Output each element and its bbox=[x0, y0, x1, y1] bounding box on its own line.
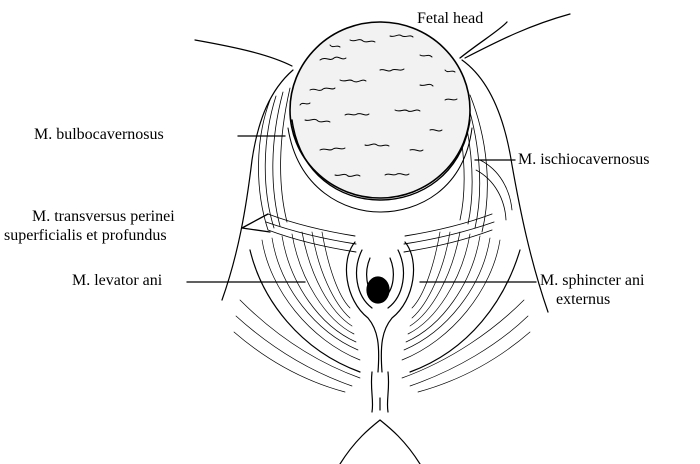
sphincter-ani bbox=[346, 242, 413, 372]
anus-opening bbox=[367, 277, 389, 303]
levator-ani-left bbox=[234, 232, 360, 392]
label-levator-ani: M. levator ani bbox=[72, 272, 162, 290]
label-transversus-line1: M. transversus perinei bbox=[32, 208, 175, 226]
fetal-head bbox=[288, 22, 472, 212]
label-transversus-line2: superficialis et profundus bbox=[4, 227, 167, 245]
label-sphincter-line1: M. sphincter ani bbox=[540, 272, 644, 290]
label-bulbocavernosus: M. bulbocavernosus bbox=[34, 126, 164, 144]
label-fetal-head: Fetal head bbox=[417, 10, 483, 28]
label-ischiocavernosus: M. ischiocavernosus bbox=[518, 151, 650, 169]
label-sphincter-line2: externus bbox=[556, 291, 610, 309]
